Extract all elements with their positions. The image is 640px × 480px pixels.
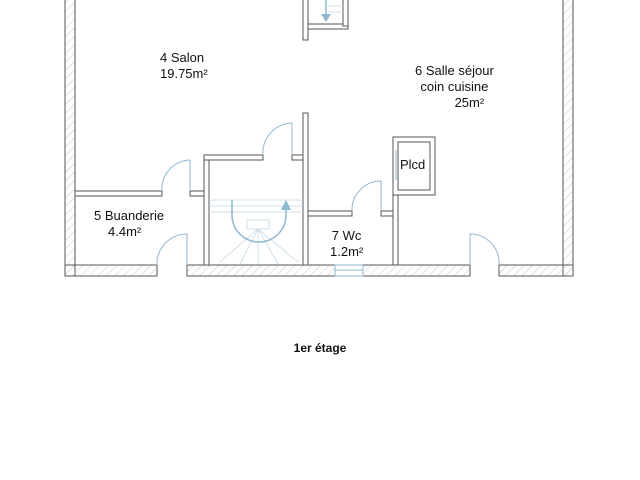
room-placard: Plcd: [400, 157, 425, 173]
room-salon: 4 Salon 19.75m²: [160, 50, 208, 82]
window: [334, 264, 364, 277]
floor-caption: 1er étage: [293, 341, 347, 355]
stairs: [209, 5, 343, 265]
room-area: 1.2m²: [330, 244, 364, 259]
arrow-head-icon: [281, 200, 291, 210]
stairs-arrow-down-icon: [321, 14, 331, 22]
room-sejour: 6 Salle séjour coin cuisine 25m²: [415, 63, 494, 111]
room-subname: coin cuisine: [420, 79, 489, 94]
room-area: 4.4m²: [108, 224, 142, 239]
room-name: Plcd: [400, 157, 426, 172]
room-buanderie: 5 Buanderie 4.4m²: [94, 208, 164, 240]
stairs-arrow-up-icon: [231, 200, 287, 243]
room-name: 6 Salle séjour: [415, 63, 494, 78]
room-name: 5 Buanderie: [94, 208, 165, 223]
room-name: 4 Salon: [160, 50, 205, 65]
doors: [156, 122, 500, 266]
room-wc: 7 Wc 1.2m²: [330, 228, 363, 260]
room-name: 7 Wc: [331, 228, 362, 243]
room-area: 25m²: [454, 95, 485, 110]
room-area: 19.75m²: [160, 66, 208, 81]
